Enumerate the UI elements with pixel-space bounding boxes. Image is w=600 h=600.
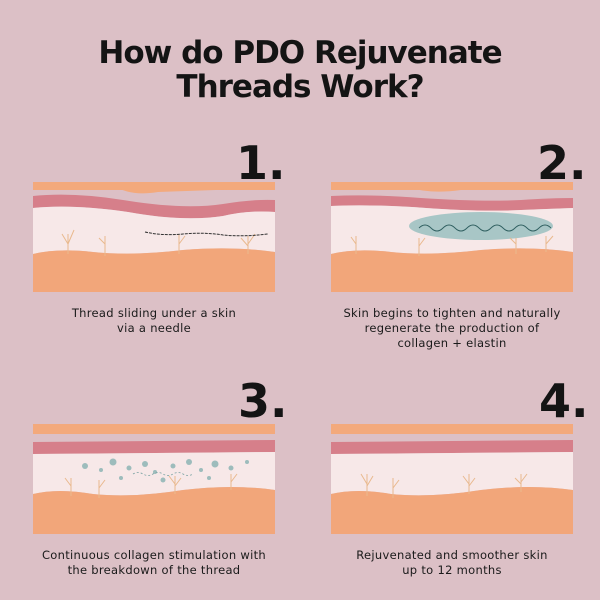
step-4-caption: Rejuvenated and smoother skin up to 12 m…: [318, 548, 586, 578]
step-3-caption: Continuous collagen stimulation with the…: [14, 548, 294, 578]
step-1-skin-diagram: [33, 182, 275, 292]
title-line-1: How do PDO Rejuvenate: [0, 36, 600, 70]
step-4-skin-diagram: [331, 424, 573, 534]
step-4-caption-line-2: up to 12 months: [318, 563, 586, 578]
step-2-caption-line-2: regenerate the production of: [318, 321, 586, 336]
step-1-caption-line-2: via a needle: [33, 321, 275, 336]
page-title: How do PDO Rejuvenate Threads Work?: [0, 36, 600, 104]
step-1-caption: Thread sliding under a skin via a needle: [33, 306, 275, 336]
title-line-2: Threads Work?: [0, 70, 600, 104]
step-2-number: 2.: [537, 140, 586, 186]
step-3-number: 3.: [238, 378, 287, 424]
step-1-caption-line-1: Thread sliding under a skin: [33, 306, 275, 321]
step-4-caption-line-1: Rejuvenated and smoother skin: [318, 548, 586, 563]
step-2-skin-diagram: [331, 182, 573, 292]
step-1-number: 1.: [236, 140, 285, 186]
step-3-caption-line-2: the breakdown of the thread: [14, 563, 294, 578]
step-4-number: 4.: [539, 378, 588, 424]
step-2-caption-line-3: collagen + elastin: [318, 336, 586, 351]
step-2-caption: Skin begins to tighten and naturally reg…: [318, 306, 586, 351]
step-3-caption-line-1: Continuous collagen stimulation with: [14, 548, 294, 563]
step-3-skin-diagram: [33, 424, 275, 534]
step-2-caption-line-1: Skin begins to tighten and naturally: [318, 306, 586, 321]
